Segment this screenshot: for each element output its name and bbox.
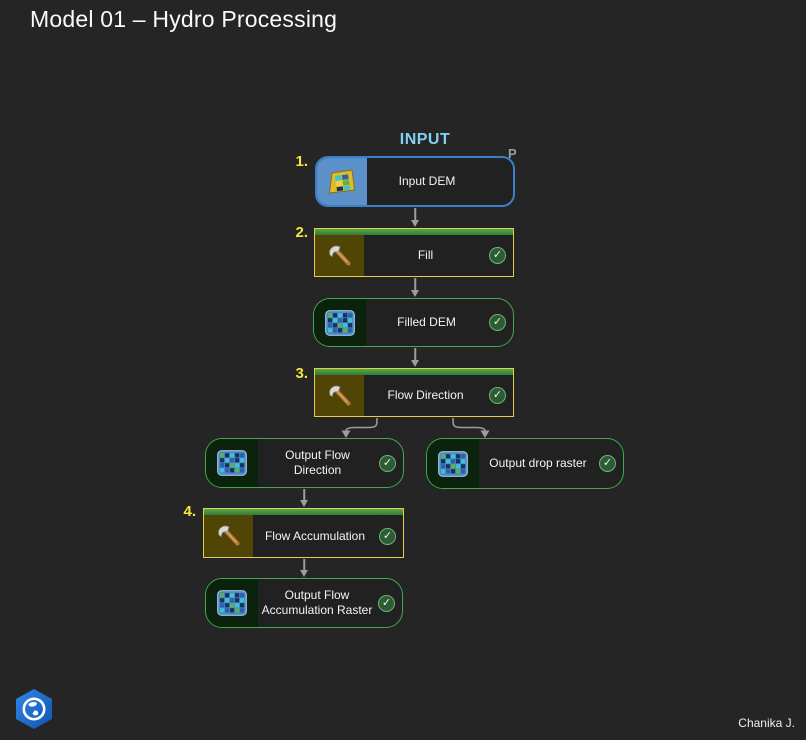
check-icon: ✓ [599, 455, 616, 472]
node-filled-dem[interactable]: Filled DEM ✓ [313, 298, 514, 347]
connector-fill-to-filled-dem [411, 278, 420, 297]
connector-flow-accumulation-to-output-raster [300, 559, 309, 577]
page-title: Model 01 – Hydro Processing [30, 6, 338, 32]
author-credit: Chanika J. [738, 716, 795, 730]
check-icon: ✓ [489, 387, 506, 404]
node-output-flow-direction[interactable]: Output Flow Direction ✓ [205, 438, 404, 488]
arrowhead-right [480, 430, 490, 438]
raster-grid-icon [427, 439, 479, 488]
connector-flow-direction-to-output-drop-raster [452, 417, 486, 432]
node-label: Input DEM [398, 174, 456, 189]
node-fill[interactable]: Fill ✓ [314, 228, 514, 277]
node-label: Output Flow Direction [285, 448, 350, 477]
node-output-drop-raster[interactable]: Output drop raster ✓ [426, 438, 624, 489]
tool-ready-strip [315, 229, 513, 235]
step-number-4: 4. [183, 503, 196, 520]
raster-grid-icon [206, 579, 258, 627]
hammer-icon [315, 375, 364, 416]
node-label: Output Flow Accumulation Raster [261, 588, 373, 617]
tool-ready-strip [204, 509, 403, 515]
check-icon: ✓ [489, 247, 506, 264]
node-flow-accumulation[interactable]: Flow Accumulation ✓ [203, 508, 404, 558]
connector-output-flow-direction-to-flow-accumulation [300, 489, 309, 507]
connector-filled-dem-to-flow-direction [411, 348, 420, 367]
node-flow-direction[interactable]: Flow Direction ✓ [314, 368, 514, 417]
check-icon: ✓ [379, 454, 396, 472]
raster-grid-icon [314, 299, 366, 346]
tool-ready-strip [315, 369, 513, 375]
step-number-2: 2. [295, 224, 308, 241]
node-label: Flow Accumulation [264, 528, 366, 543]
node-label: Fill [417, 248, 434, 263]
step-number-1: 1. [295, 153, 308, 170]
check-icon: ✓ [379, 527, 396, 545]
parameter-badge: P [508, 146, 517, 161]
check-icon: ✓ [378, 594, 395, 612]
step-number-3: 3. [295, 365, 308, 382]
hammer-icon [204, 515, 253, 557]
arcgis-pro-logo-icon [16, 689, 52, 729]
raster-grid-icon [206, 439, 258, 487]
node-label: Filled DEM [397, 315, 456, 330]
node-label: Flow Direction [387, 388, 464, 403]
node-output-flow-accumulation-raster[interactable]: Output Flow Accumulation Raster ✓ [205, 578, 403, 628]
node-input-dem[interactable]: Input DEM [315, 156, 515, 207]
connector-input-dem-to-fill [411, 208, 420, 227]
node-label: Output drop raster [489, 456, 587, 471]
hammer-icon [315, 235, 364, 276]
layer-grid-icon [317, 158, 367, 205]
check-icon: ✓ [489, 314, 506, 331]
input-section-heading: INPUT [399, 131, 451, 148]
arrowhead-left [341, 430, 351, 438]
connector-flow-direction-to-output-flow-direction [345, 417, 378, 432]
